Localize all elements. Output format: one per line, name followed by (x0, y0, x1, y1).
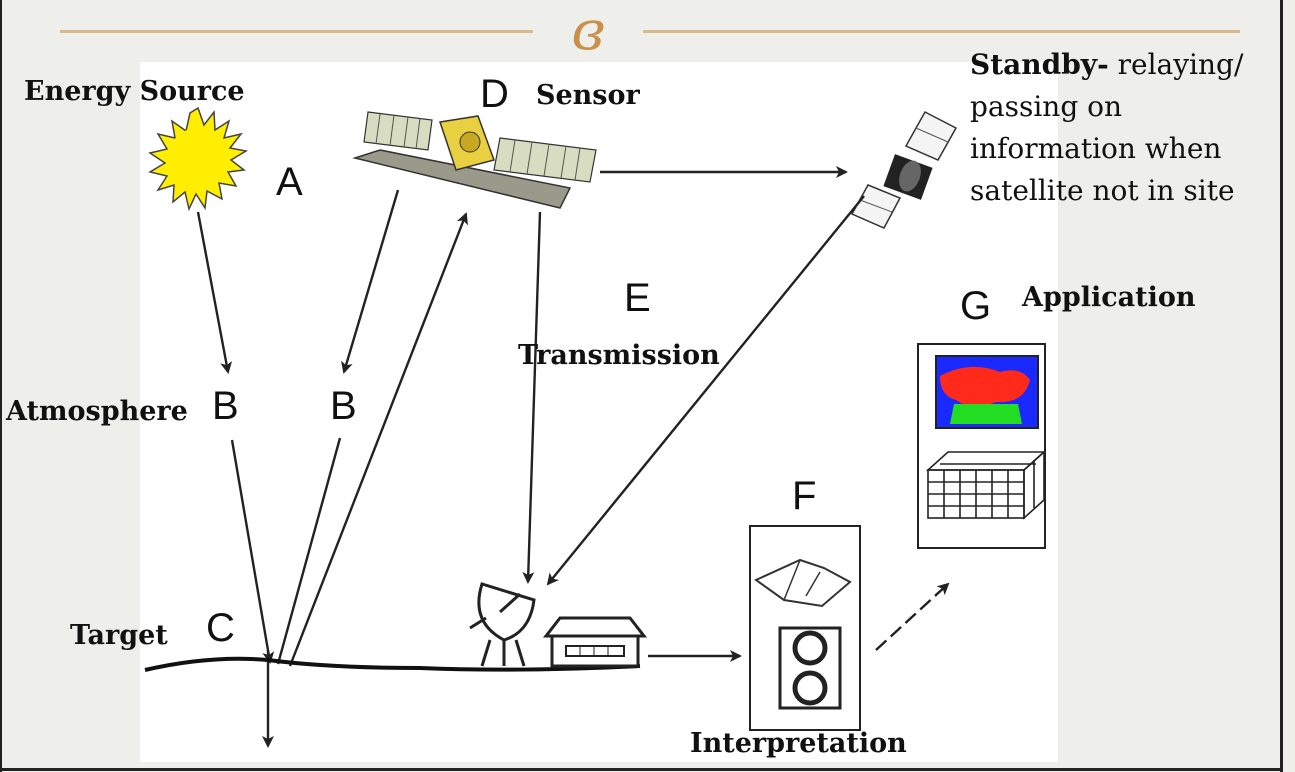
atmosphere-label: Atmosphere (6, 396, 188, 427)
arrow-interpretation-to-application (875, 582, 950, 651)
arrow-sun-to-atmosphere (196, 211, 233, 374)
letter-b-right: B (330, 384, 357, 428)
standby-note: Standby- relaying/ passing on informatio… (970, 44, 1243, 212)
application-box (917, 343, 1047, 549)
sensor-label: Sensor (536, 80, 640, 111)
sensor-satellite-icon (352, 111, 597, 209)
dish-antenna-icon (469, 582, 536, 667)
ground-station-icon (542, 616, 648, 668)
ornament-glyph: ɞ (533, 0, 643, 62)
arrow-sensor-down (341, 189, 400, 374)
frame-left (0, 0, 2, 772)
standby-bold: Standby- (970, 48, 1109, 81)
top-rule (60, 30, 1240, 33)
transmission-label: Transmission (518, 340, 720, 371)
letter-g: G (960, 284, 992, 328)
arrows (196, 166, 950, 748)
arrow-b-to-target (276, 437, 342, 665)
film-reel-icon (778, 626, 842, 710)
relay-satellite-icon (850, 111, 958, 229)
frame-right (1280, 0, 1283, 772)
standby-line-3: information when (970, 132, 1222, 165)
arrow-relay-to-ground (546, 195, 865, 586)
data-cube-icon (925, 450, 1047, 520)
letter-a: A (276, 160, 303, 204)
ground-line (144, 656, 641, 672)
target-label: Target (70, 620, 168, 651)
arrow-sensor-to-ground (522, 211, 542, 584)
energy-source-label: Energy Source (24, 76, 245, 107)
interpretation-label: Interpretation (690, 728, 907, 759)
frame-bottom (0, 768, 1283, 771)
sun-icon (148, 106, 249, 212)
application-label: Application (1022, 282, 1196, 313)
arrow-target-to-sensor (288, 212, 468, 667)
arrow-atmosphere-to-target (230, 439, 275, 664)
letter-c: C (206, 606, 235, 650)
letter-e: E (624, 276, 651, 320)
letter-b-left: B (212, 384, 239, 428)
standby-line-1: relaying/ (1117, 48, 1244, 81)
standby-line-2: passing on (970, 90, 1123, 123)
interpretation-box (749, 525, 861, 731)
letter-f: F (792, 474, 817, 518)
letter-d: D (480, 72, 509, 116)
standby-line-4: satellite not in site (970, 174, 1235, 207)
